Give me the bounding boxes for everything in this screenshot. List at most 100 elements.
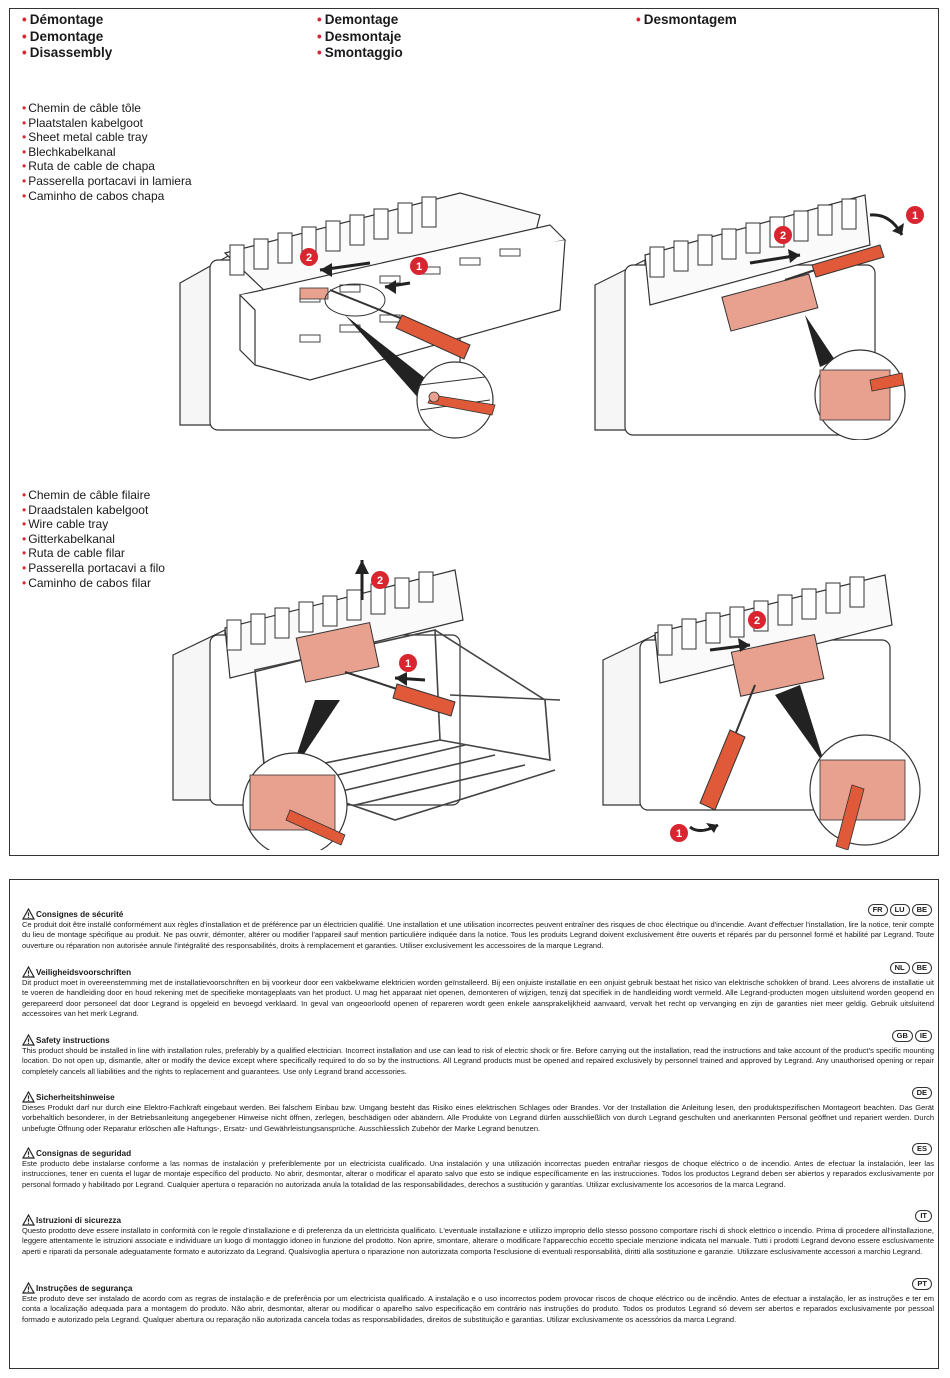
warning-triangle-icon xyxy=(22,1214,35,1226)
title-column-2: •Demontage •Desmontaje •Smontaggio xyxy=(317,12,403,62)
illustration-sheet-tray-step-1: 2 1 xyxy=(179,192,567,439)
lang-badge: IT xyxy=(915,1210,932,1222)
illustration-frame xyxy=(9,8,939,856)
step-2-marker: 2 xyxy=(748,611,766,629)
safety-section-pt: Instruções de segurança PT Este produto … xyxy=(22,1278,934,1325)
warning-triangle-icon xyxy=(22,1147,35,1159)
step-1-marker: 1 xyxy=(906,206,924,224)
language-badges: PT xyxy=(912,1278,932,1290)
warning-triangle-icon xyxy=(22,908,35,920)
svg-text:2: 2 xyxy=(306,252,312,264)
lang-badge: GB xyxy=(891,1030,913,1042)
section-title: Veiligheidsvoorschriften xyxy=(36,967,132,977)
list-item: •Passerella portacavi in lamiera xyxy=(22,173,192,188)
screwdriver xyxy=(699,684,756,811)
svg-text:1: 1 xyxy=(676,828,682,840)
title-es: •Desmontaje xyxy=(317,28,402,44)
screwdriver xyxy=(784,244,885,281)
title-pt: •Desmontagem xyxy=(636,12,737,27)
list-item: •Ruta de cable de chapa xyxy=(22,159,155,174)
section-text: This product should be installed in line… xyxy=(22,1046,934,1076)
section-text: Dieses Produkt darf nur durch eine Elekt… xyxy=(22,1103,934,1133)
warning-triangle-icon xyxy=(22,1091,35,1103)
section-text: Este produto deve ser instalado de acord… xyxy=(22,1294,934,1324)
detail-zoom-circle xyxy=(416,361,496,439)
warning-triangle-icon xyxy=(22,966,35,978)
svg-text:1: 1 xyxy=(912,210,918,222)
list-item: •Ruta de cable filar xyxy=(22,546,125,561)
list-item: •Blechkabelkanal xyxy=(22,144,116,159)
illustration-sheet-tray-step-2: 2 1 xyxy=(594,194,924,440)
safety-frame xyxy=(9,879,939,1369)
svg-text:2: 2 xyxy=(754,615,760,627)
lang-badge: NL xyxy=(889,962,910,974)
section-text: Ce produit doit être installé conforméme… xyxy=(22,920,934,950)
detail-zoom-circle xyxy=(814,349,906,440)
section-title: Consignes de sécurité xyxy=(36,909,124,919)
list-item: •Gitterkabelkanal xyxy=(22,531,115,546)
title-fr: •Démontage xyxy=(22,12,104,27)
illustration-wire-tray-step-1: 2 1 xyxy=(172,560,561,850)
language-badges: DE xyxy=(911,1087,932,1099)
lang-badge: IE xyxy=(914,1030,932,1042)
language-badges: IT xyxy=(915,1210,932,1222)
section-title: Safety instructions xyxy=(36,1035,110,1045)
list-item: •Chemin de câble filaire xyxy=(22,488,151,502)
safety-section-de: Sicherheitshinweise DE Dieses Produkt da… xyxy=(22,1087,934,1134)
section-text: Dit product moet in overeenstemming met … xyxy=(22,978,934,1019)
list-item: •Chemin de câble tôle xyxy=(22,101,141,115)
lang-badge: DE xyxy=(911,1087,932,1099)
step-1-marker: 1 xyxy=(670,824,688,842)
list-item: •Caminho de cabos filar xyxy=(22,575,151,590)
list-item: •Passerella portacavi a filo xyxy=(22,560,165,575)
lang-badge: ES xyxy=(911,1143,932,1155)
section-title: Consignas de seguridad xyxy=(36,1148,132,1158)
detail-zoom-circle xyxy=(809,734,921,850)
warning-triangle-icon xyxy=(22,1034,35,1046)
lang-badge: FR xyxy=(867,904,888,916)
screwdriver xyxy=(329,289,471,360)
lang-badge: BE xyxy=(911,962,932,974)
step-1-marker: 1 xyxy=(399,654,417,672)
section-title: Sicherheitshinweise xyxy=(36,1092,115,1102)
list-item: •Sheet metal cable tray xyxy=(22,130,148,145)
section-text: Questo prodotto deve essere installato i… xyxy=(22,1226,934,1256)
svg-text:2: 2 xyxy=(780,230,786,242)
title-it: •Smontaggio xyxy=(317,45,403,60)
svg-text:2: 2 xyxy=(377,575,383,587)
list-item: •Wire cable tray xyxy=(22,517,109,532)
lang-badge: BE xyxy=(911,904,932,916)
step-1-marker: 1 xyxy=(410,257,428,275)
detail-zoom-circle xyxy=(242,752,348,850)
step-2-marker: 2 xyxy=(300,248,318,266)
title-nl: •Demontage xyxy=(22,28,104,44)
lang-badge: LU xyxy=(889,904,910,916)
warning-triangle-icon xyxy=(22,1282,35,1294)
illustration-wire-tray-step-2: 2 1 xyxy=(602,574,921,850)
title-de: •Demontage xyxy=(317,12,399,27)
svg-text:1: 1 xyxy=(405,658,411,670)
step-2-marker: 2 xyxy=(774,226,792,244)
step-2-marker: 2 xyxy=(371,571,389,589)
title-en: •Disassembly xyxy=(22,45,113,60)
section-title: Istruzioni di sicurezza xyxy=(36,1215,122,1225)
safety-section-es: Consignas de seguridad ES Este producto … xyxy=(22,1143,934,1190)
list-item: •Plaatstalen kabelgoot xyxy=(22,115,143,130)
wire-tray-list: •Chemin de câble filaire •Draadstalen ka… xyxy=(22,488,165,590)
clip-part xyxy=(721,273,819,332)
clip-part xyxy=(299,287,329,300)
list-item: •Draadstalen kabelgoot xyxy=(22,502,149,517)
section-title: Instruções de segurança xyxy=(36,1283,133,1293)
title-column-3: •Desmontagem xyxy=(636,12,737,29)
section-text: Este producto debe instalarse conforme a… xyxy=(22,1159,934,1189)
svg-text:1: 1 xyxy=(416,261,422,273)
clip-part xyxy=(730,633,825,697)
lang-badge: PT xyxy=(912,1278,932,1290)
screwdriver xyxy=(344,671,456,717)
sheet-tray-list: •Chemin de câble tôle •Plaatstalen kabel… xyxy=(22,101,192,203)
